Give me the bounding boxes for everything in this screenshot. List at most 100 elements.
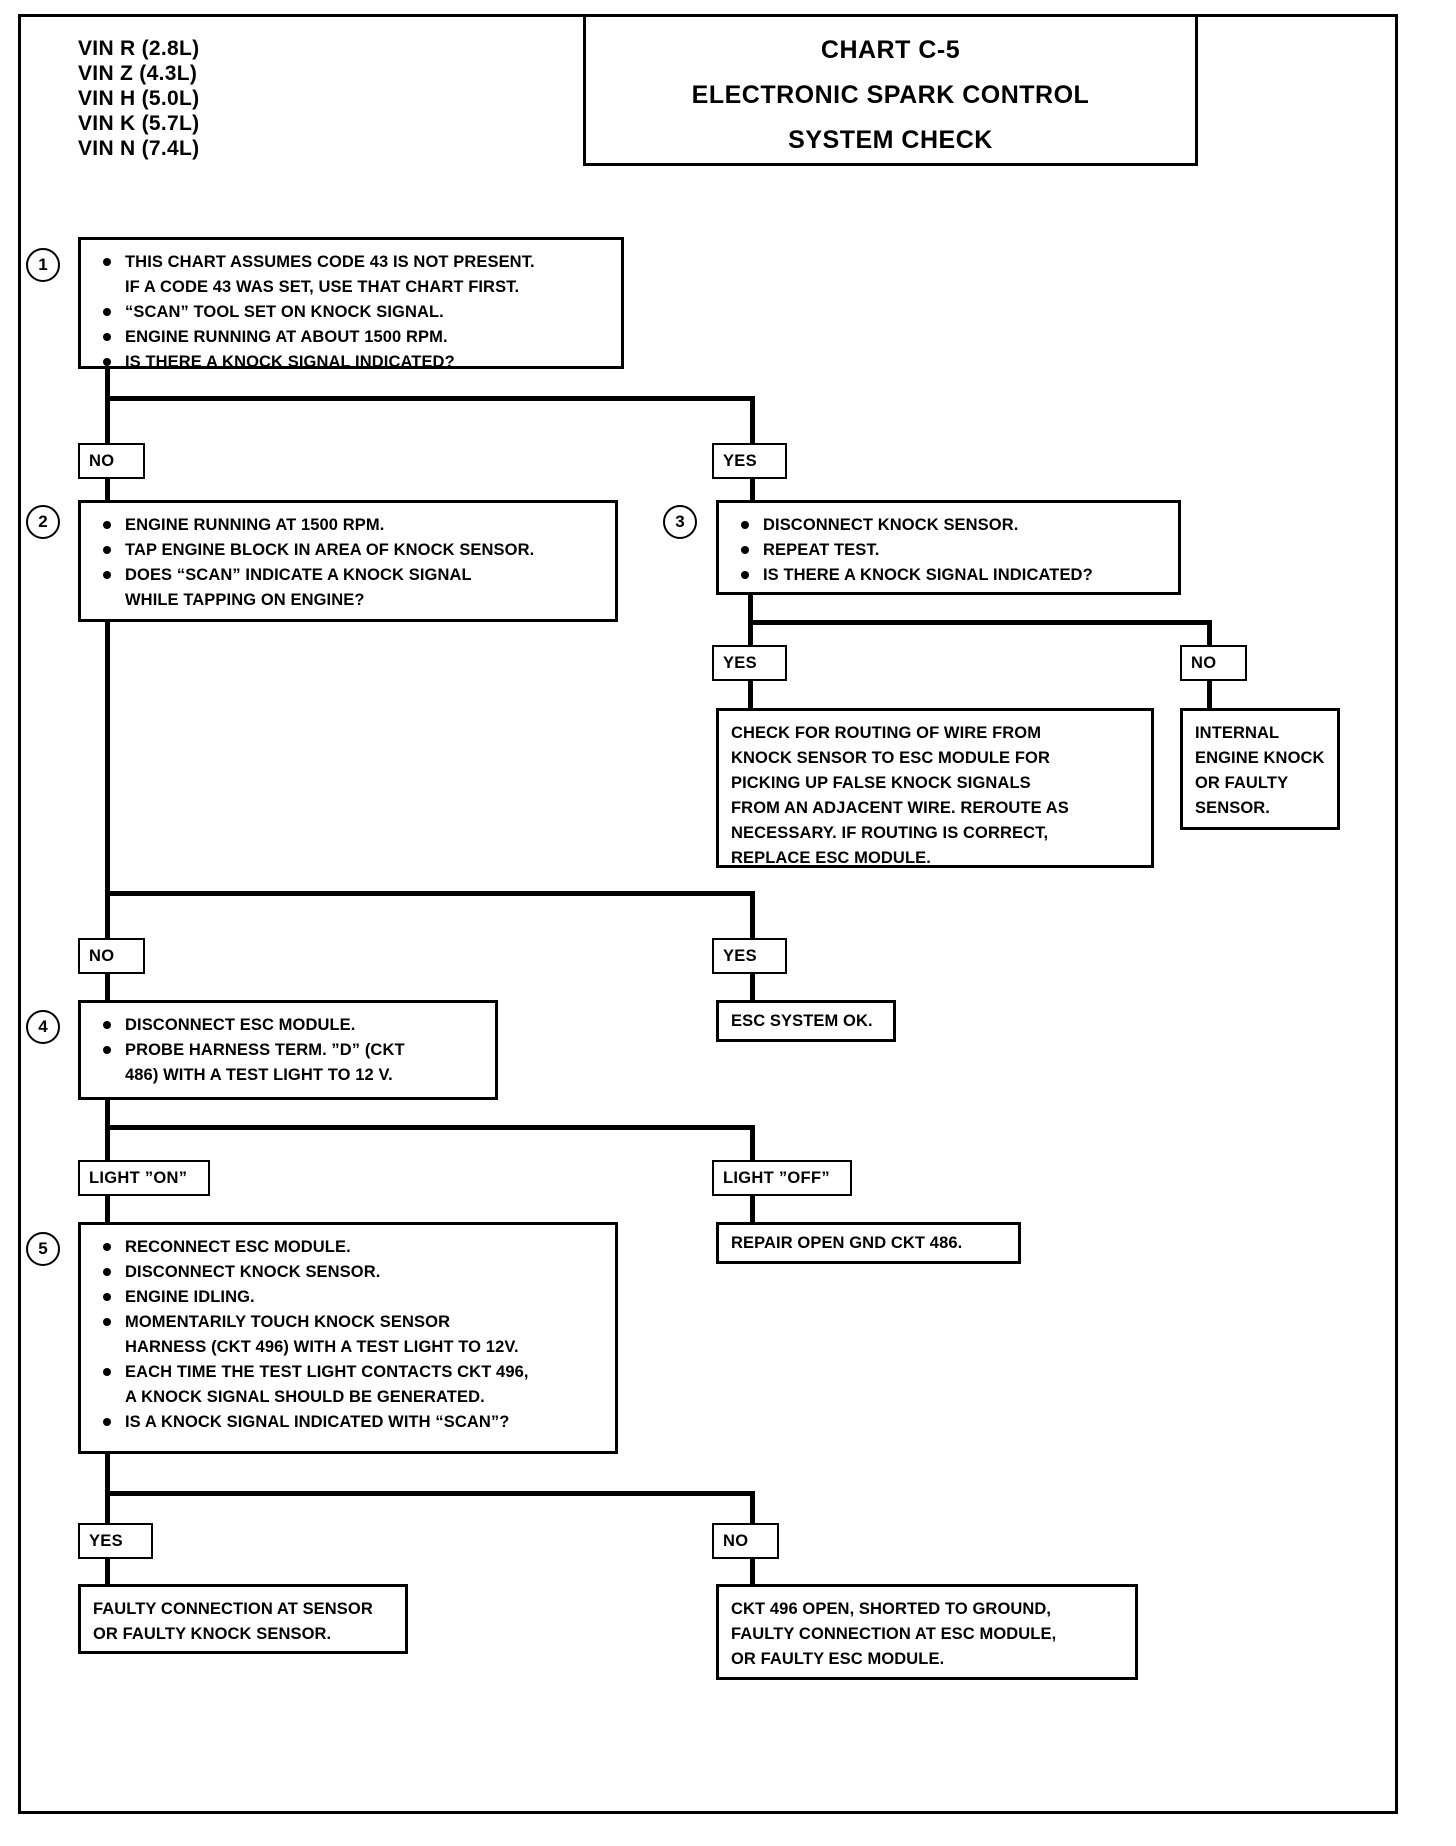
connector-line	[750, 1491, 755, 1526]
result-line: PICKING UP FALSE KNOCK SIGNALS	[731, 774, 1031, 792]
result-line: INTERNAL	[1195, 724, 1280, 742]
vin-line: VIN R (2.8L)	[78, 37, 200, 60]
result-line: OR FAULTY ESC MODULE.	[731, 1650, 945, 1668]
result-box-esc-ok: ESC SYSTEM OK.	[716, 1000, 896, 1042]
result-line: FROM AN ADJACENT WIRE. REROUTE AS	[731, 799, 1069, 817]
instruction-line: EACH TIME THE TEST LIGHT CONTACTS CKT 49…	[91, 1360, 607, 1384]
instruction-line: IF A CODE 43 WAS SET, USE THAT CHART FIR…	[125, 278, 520, 296]
branch-label-light-off: LIGHT ”OFF”	[712, 1160, 852, 1196]
instruction-line: A KNOCK SIGNAL SHOULD BE GENERATED.	[125, 1388, 485, 1406]
connector-line	[748, 595, 753, 623]
branch-label-no: NO	[78, 938, 145, 974]
instruction-line: DISCONNECT KNOCK SENSOR.	[729, 513, 1170, 537]
instruction-line: WHILE TAPPING ON ENGINE?	[125, 591, 365, 609]
instruction-line: REPEAT TEST.	[729, 538, 1170, 562]
result-line: NECESSARY. IF ROUTING IS CORRECT,	[731, 824, 1049, 842]
step-5-instructions: RECONNECT ESC MODULE. DISCONNECT KNOCK S…	[81, 1225, 615, 1443]
instruction-line: ENGINE RUNNING AT ABOUT 1500 RPM.	[91, 325, 613, 349]
instruction-line: “SCAN” TOOL SET ON KNOCK SIGNAL.	[91, 300, 613, 324]
step-number-5: 5	[26, 1232, 60, 1266]
connector-line	[105, 891, 755, 896]
connector-line	[105, 1195, 110, 1224]
result-line: FAULTY CONNECTION AT SENSOR	[93, 1600, 373, 1618]
instruction-line: ENGINE IDLING.	[91, 1285, 607, 1309]
page-border	[18, 14, 1398, 1814]
result-line: FAULTY CONNECTION AT ESC MODULE,	[731, 1625, 1057, 1643]
branch-label-yes: YES	[712, 645, 787, 681]
step-box-5: RECONNECT ESC MODULE. DISCONNECT KNOCK S…	[78, 1222, 618, 1454]
step-box-2: ENGINE RUNNING AT 1500 RPM. TAP ENGINE B…	[78, 500, 618, 622]
vin-line: VIN K (5.7L)	[78, 112, 200, 135]
chart-subtitle: SYSTEM CHECK	[788, 126, 993, 154]
branch-label-yes: YES	[712, 938, 787, 974]
result-box-internal-knock: INTERNAL ENGINE KNOCK OR FAULTY SENSOR.	[1180, 708, 1340, 830]
connector-line	[750, 396, 755, 446]
result-line: CKT 496 OPEN, SHORTED TO GROUND,	[731, 1600, 1052, 1618]
result-box-routing-check: CHECK FOR ROUTING OF WIRE FROM KNOCK SEN…	[716, 708, 1154, 868]
connector-line	[750, 1125, 755, 1163]
branch-label-no: NO	[712, 1523, 779, 1559]
connector-line	[1207, 620, 1212, 648]
connector-line	[105, 396, 110, 446]
branch-label-no: NO	[1180, 645, 1247, 681]
step-2-instructions: ENGINE RUNNING AT 1500 RPM. TAP ENGINE B…	[81, 503, 615, 621]
result-box-faulty-sensor: FAULTY CONNECTION AT SENSOR OR FAULTY KN…	[78, 1584, 408, 1654]
connector-line	[105, 1125, 755, 1130]
result-box-ckt496-fault: CKT 496 OPEN, SHORTED TO GROUND, FAULTY …	[716, 1584, 1138, 1680]
step-1-instructions: THIS CHART ASSUMES CODE 43 IS NOT PRESEN…	[81, 240, 621, 383]
step-number-1: 1	[26, 248, 60, 282]
branch-label-no: NO	[78, 443, 145, 479]
instruction-line: ENGINE RUNNING AT 1500 RPM.	[91, 513, 607, 537]
connector-line	[1207, 680, 1212, 710]
connector-line	[750, 891, 755, 941]
connector-line	[750, 973, 755, 1002]
result-box-repair-ground: REPAIR OPEN GND CKT 486.	[716, 1222, 1021, 1264]
connector-line	[105, 478, 110, 506]
instruction-line: TAP ENGINE BLOCK IN AREA OF KNOCK SENSOR…	[91, 538, 607, 562]
branch-label-light-on: LIGHT ”ON”	[78, 1160, 210, 1196]
step-box-4: DISCONNECT ESC MODULE. PROBE HARNESS TER…	[78, 1000, 498, 1100]
branch-label-yes: YES	[712, 443, 787, 479]
connector-line	[105, 1100, 110, 1128]
step-4-instructions: DISCONNECT ESC MODULE. PROBE HARNESS TER…	[81, 1003, 495, 1096]
step-number-2: 2	[26, 505, 60, 539]
connector-line	[105, 1125, 110, 1163]
connector-line	[105, 396, 755, 401]
connector-line	[105, 1454, 110, 1494]
connector-line	[748, 620, 753, 648]
instruction-line: DOES “SCAN” INDICATE A KNOCK SIGNAL	[91, 563, 607, 587]
connector-line	[105, 891, 110, 941]
connector-line	[748, 680, 753, 710]
connector-line	[105, 1558, 110, 1586]
connector-line	[750, 478, 755, 506]
connector-line	[105, 973, 110, 1002]
branch-label-yes: YES	[78, 1523, 153, 1559]
step-box-3: DISCONNECT KNOCK SENSOR. REPEAT TEST. IS…	[716, 500, 1181, 595]
result-line: CHECK FOR ROUTING OF WIRE FROM	[731, 724, 1042, 742]
instruction-line: 486) WITH A TEST LIGHT TO 12 V.	[125, 1066, 393, 1084]
instruction-line: HARNESS (CKT 496) WITH A TEST LIGHT TO 1…	[125, 1338, 519, 1356]
instruction-line: DISCONNECT KNOCK SENSOR.	[91, 1260, 607, 1284]
instruction-line: DISCONNECT ESC MODULE.	[91, 1013, 487, 1037]
vin-line: VIN Z (4.3L)	[78, 62, 198, 85]
connector-line	[750, 1195, 755, 1224]
connector-line	[105, 1491, 755, 1496]
result-line: REPAIR OPEN GND CKT 486.	[731, 1234, 963, 1252]
result-line: ESC SYSTEM OK.	[731, 1012, 873, 1030]
instruction-line: IS THERE A KNOCK SIGNAL INDICATED?	[91, 350, 613, 374]
instruction-line: RECONNECT ESC MODULE.	[91, 1235, 607, 1259]
instruction-line: IS A KNOCK SIGNAL INDICATED WITH “SCAN”?	[91, 1410, 607, 1434]
connector-line	[748, 620, 1212, 625]
step-number-3: 3	[663, 505, 697, 539]
connector-line	[105, 1491, 110, 1526]
vin-line: VIN H (5.0L)	[78, 87, 200, 110]
step-number-4: 4	[26, 1010, 60, 1044]
result-line: REPLACE ESC MODULE.	[731, 849, 931, 867]
connector-line	[105, 369, 110, 399]
instruction-line: MOMENTARILY TOUCH KNOCK SENSOR	[91, 1310, 607, 1334]
result-line: OR FAULTY	[1195, 774, 1289, 792]
chart-number: CHART C-5	[820, 36, 961, 64]
connector-line	[750, 1558, 755, 1586]
instruction-line: PROBE HARNESS TERM. ”D” (CKT	[91, 1038, 487, 1062]
